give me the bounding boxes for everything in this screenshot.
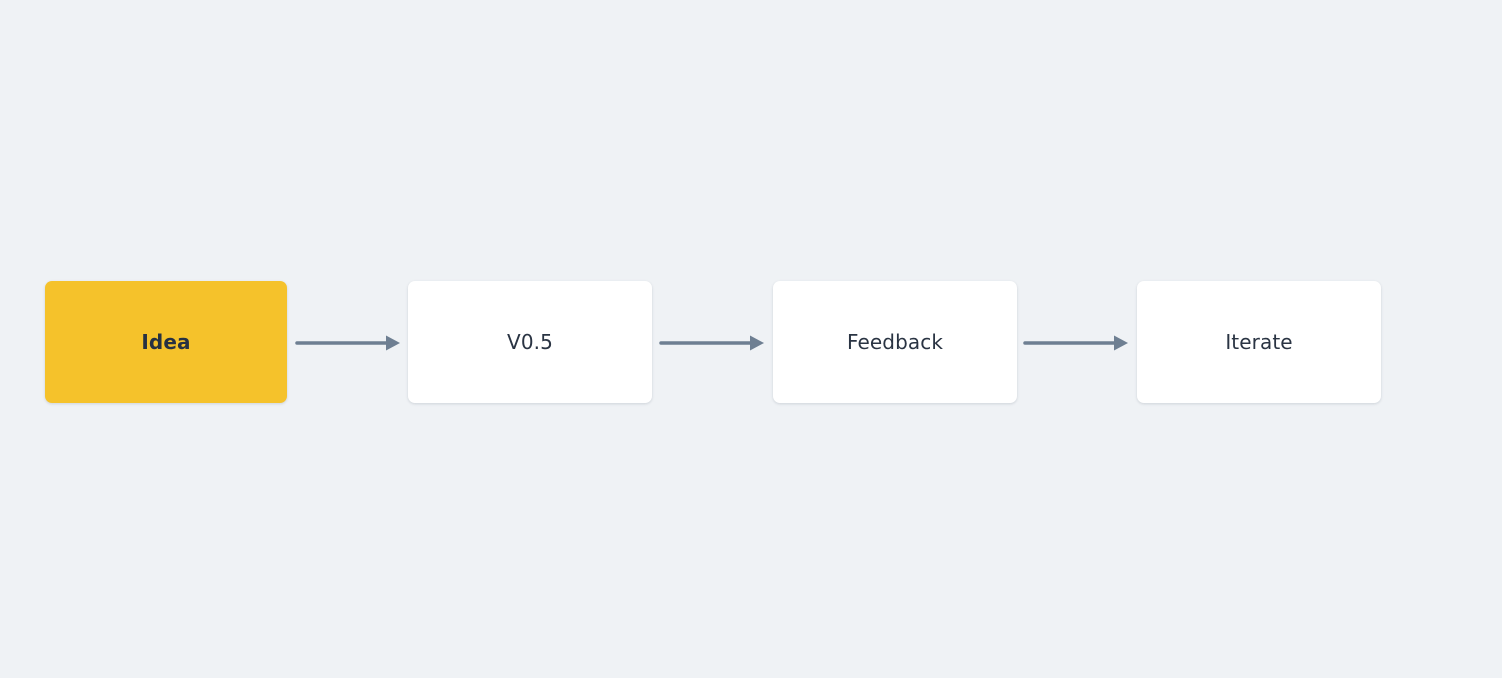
flow-connector-feedback-to-iterate — [1023, 330, 1129, 356]
flow-node-label: Feedback — [846, 330, 944, 354]
flow-node-iterate[interactable]: Iterate — [1137, 281, 1381, 403]
flow-node-v05[interactable]: V0.5 — [408, 281, 652, 403]
arrow-right-icon — [659, 335, 764, 351]
flow-connector-v05-to-feedback — [659, 330, 765, 356]
arrow-right-icon — [1023, 335, 1128, 351]
flow-node-label: Iterate — [1225, 330, 1293, 354]
flow-connector-idea-to-v05 — [295, 330, 401, 356]
flow-node-feedback[interactable]: Feedback — [773, 281, 1017, 403]
flow-node-idea[interactable]: Idea — [45, 281, 287, 403]
flow-node-label: V0.5 — [507, 330, 553, 354]
arrow-right-icon — [295, 335, 400, 351]
flow-node-label: Idea — [141, 330, 191, 354]
